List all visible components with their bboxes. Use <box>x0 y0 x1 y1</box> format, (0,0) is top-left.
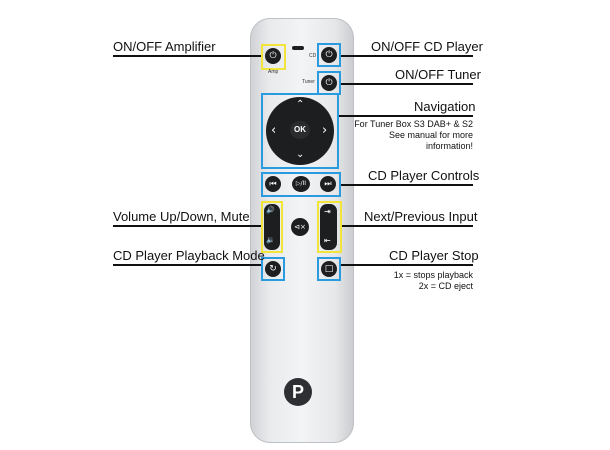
input-next-icon[interactable]: ⇥ <box>324 207 331 216</box>
navigation-note-1: For Tuner Box S3 DAB+ & S2 <box>354 119 473 129</box>
play-pause-button[interactable]: ▷/II <box>292 176 310 192</box>
ok-button[interactable]: OK <box>290 121 310 139</box>
navigation-note-3: information! <box>425 141 473 151</box>
cd-label: CD <box>309 53 317 59</box>
nav-up-icon[interactable]: ⌃ <box>296 99 305 110</box>
amp-label: Amp <box>268 69 279 75</box>
volume-label-text: Volume Up/Down, Mute <box>113 209 250 224</box>
stop-note-1: 1x = stops playback <box>393 270 473 280</box>
input-highlight-box <box>317 201 342 253</box>
tuner-power-button[interactable]: ⏻ <box>321 75 337 91</box>
previous-track-button[interactable]: ⏮ <box>265 176 281 192</box>
power-icon: ⏻ <box>269 51 277 61</box>
tuner-label: Tuner <box>302 79 315 85</box>
stop-label-text: CD Player Stop <box>389 248 479 263</box>
stop-highlight-box <box>317 257 341 281</box>
next-track-icon: ⏭ <box>324 179 332 188</box>
previous-track-icon: ⏮ <box>269 179 277 188</box>
playback-mode-highlight-box <box>261 257 285 281</box>
playback-mode-button[interactable]: ↻ <box>265 261 281 277</box>
power-icon: ⏻ <box>325 78 333 88</box>
repeat-icon: ↻ <box>269 264 277 274</box>
amp-label-text: ON/OFF Amplifier <box>113 39 216 54</box>
stop-leader-line <box>341 264 473 266</box>
nav-left-icon[interactable]: ‹ <box>271 123 277 138</box>
tuner-leader-line <box>341 83 473 85</box>
cd-power-label-text: ON/OFF CD Player <box>371 39 483 54</box>
cd-power-button[interactable]: ⏻ <box>321 47 337 63</box>
volume-leader-line <box>113 225 261 227</box>
input-rocker <box>320 204 337 250</box>
cd-controls-highlight-box <box>261 172 341 197</box>
volume-up-icon[interactable]: 🔊 <box>266 207 275 214</box>
nav-down-icon[interactable]: ⌄ <box>296 149 305 160</box>
status-led <box>292 46 304 50</box>
brand-logo: P <box>284 378 312 406</box>
amp-leader-line <box>113 55 261 57</box>
nav-right-icon[interactable]: › <box>322 123 328 138</box>
input-previous-icon[interactable]: ⇤ <box>324 236 331 245</box>
amp-highlight-box <box>261 44 286 70</box>
stop-button[interactable]: □ <box>321 261 337 277</box>
volume-highlight-box <box>261 201 283 253</box>
tuner-label-text: ON/OFF Tuner <box>395 67 481 82</box>
input-leader-line <box>342 225 473 227</box>
navigation-note-2: See manual for more <box>388 130 473 140</box>
navigation-leader-line <box>339 115 473 117</box>
volume-rocker <box>264 204 280 250</box>
input-label-text: Next/Previous Input <box>364 209 478 224</box>
playback-mode-label-text: CD Player Playback Mode <box>113 248 265 263</box>
mute-button[interactable]: ⊲× <box>291 218 309 236</box>
power-icon: ⏻ <box>325 50 333 60</box>
cd-controls-leader-line <box>341 184 473 186</box>
navigation-label-text: Navigation <box>414 99 476 114</box>
cd-power-highlight-box <box>317 43 341 67</box>
stop-note-2: 2x = CD eject <box>418 281 473 291</box>
volume-down-icon[interactable]: 🔉 <box>266 237 275 244</box>
navigation-highlight-box <box>261 93 339 169</box>
cd-controls-label-text: CD Player Controls <box>368 168 480 183</box>
next-track-button[interactable]: ⏭ <box>320 176 336 192</box>
playback-mode-leader-line <box>113 264 261 266</box>
amp-power-button[interactable]: ⏻ <box>265 48 281 64</box>
cd-power-leader-line <box>341 55 473 57</box>
stop-icon: □ <box>324 264 334 274</box>
play-pause-icon: ▷/II <box>295 180 307 187</box>
mute-icon: ⊲× <box>294 223 306 231</box>
